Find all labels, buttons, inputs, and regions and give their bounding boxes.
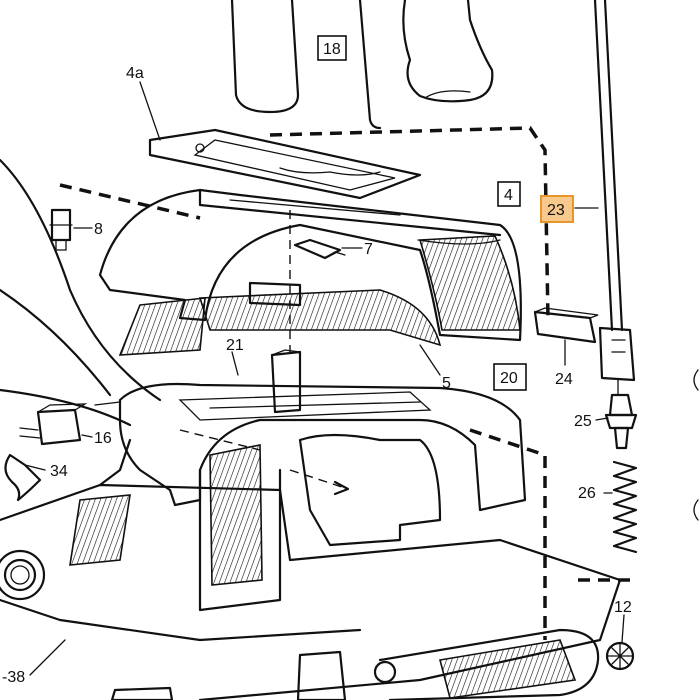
bottom-nut — [110, 650, 347, 700]
port-fitting — [0, 549, 46, 601]
edge-mark-2 — [693, 499, 699, 521]
assembly-line-arrow — [289, 469, 346, 489]
clip-part-34 — [4, 453, 46, 502]
leader-5 — [419, 344, 441, 376]
cable-arc — [0, 158, 162, 402]
callout-16: 16 — [94, 430, 112, 447]
assembly-line-cover — [179, 429, 261, 451]
callout-24: 24 — [555, 371, 573, 388]
callout-26: 26 — [578, 485, 596, 502]
clip-part-7 — [293, 238, 346, 260]
gasket-part-4a — [148, 128, 422, 200]
callout-38: -38 — [2, 669, 25, 686]
callout-5: 5 — [442, 375, 451, 392]
callout-34: 34 — [50, 463, 68, 480]
leader-21 — [231, 351, 239, 376]
spring-part-26 — [612, 460, 638, 554]
callout-25: 25 — [574, 413, 592, 430]
callout-box-23-highlight — [540, 195, 574, 223]
leader-25 — [595, 417, 609, 421]
rod-part-23 — [593, 0, 636, 382]
callout-21: 21 — [226, 337, 244, 354]
callout-18: 18 — [323, 41, 341, 58]
slide-plate-part-5 — [118, 281, 442, 356]
shaft-part-21 — [270, 349, 302, 414]
callout-box-4 — [497, 181, 521, 207]
edge-mark-1 — [693, 369, 699, 391]
leader-16 — [81, 434, 93, 438]
callout-4: 4 — [504, 187, 513, 204]
arrow-head — [333, 480, 350, 496]
leader-12 — [621, 614, 625, 643]
callout-12: 12 — [614, 599, 632, 616]
assembly-line-right — [469, 428, 630, 640]
leader-38 — [29, 639, 66, 676]
screw-part-12 — [605, 641, 635, 671]
cover-part-4 — [98, 188, 522, 342]
cable-arc-2 — [0, 288, 112, 397]
boot-cloth — [402, 0, 494, 103]
leader-4a — [139, 81, 161, 141]
switch-part-16 — [19, 403, 88, 446]
callout-box-20 — [493, 363, 527, 391]
callout-8: 8 — [94, 221, 103, 238]
callout-4a: 4a — [126, 65, 144, 82]
pin-part-8 — [49, 208, 73, 251]
block-part-24 — [533, 307, 599, 344]
valve-part-25 — [604, 393, 638, 450]
callout-23: 23 — [547, 202, 565, 219]
assembly-line-top — [269, 126, 550, 321]
bottom-link — [373, 628, 600, 700]
housing-casting — [0, 382, 622, 700]
assembly-line-left — [59, 183, 201, 220]
callout-box-18 — [317, 35, 347, 61]
callout-20: 20 — [500, 370, 518, 387]
callout-7: 7 — [364, 241, 373, 258]
screw-16 — [94, 401, 121, 406]
gaiter-part-18 — [230, 0, 382, 130]
